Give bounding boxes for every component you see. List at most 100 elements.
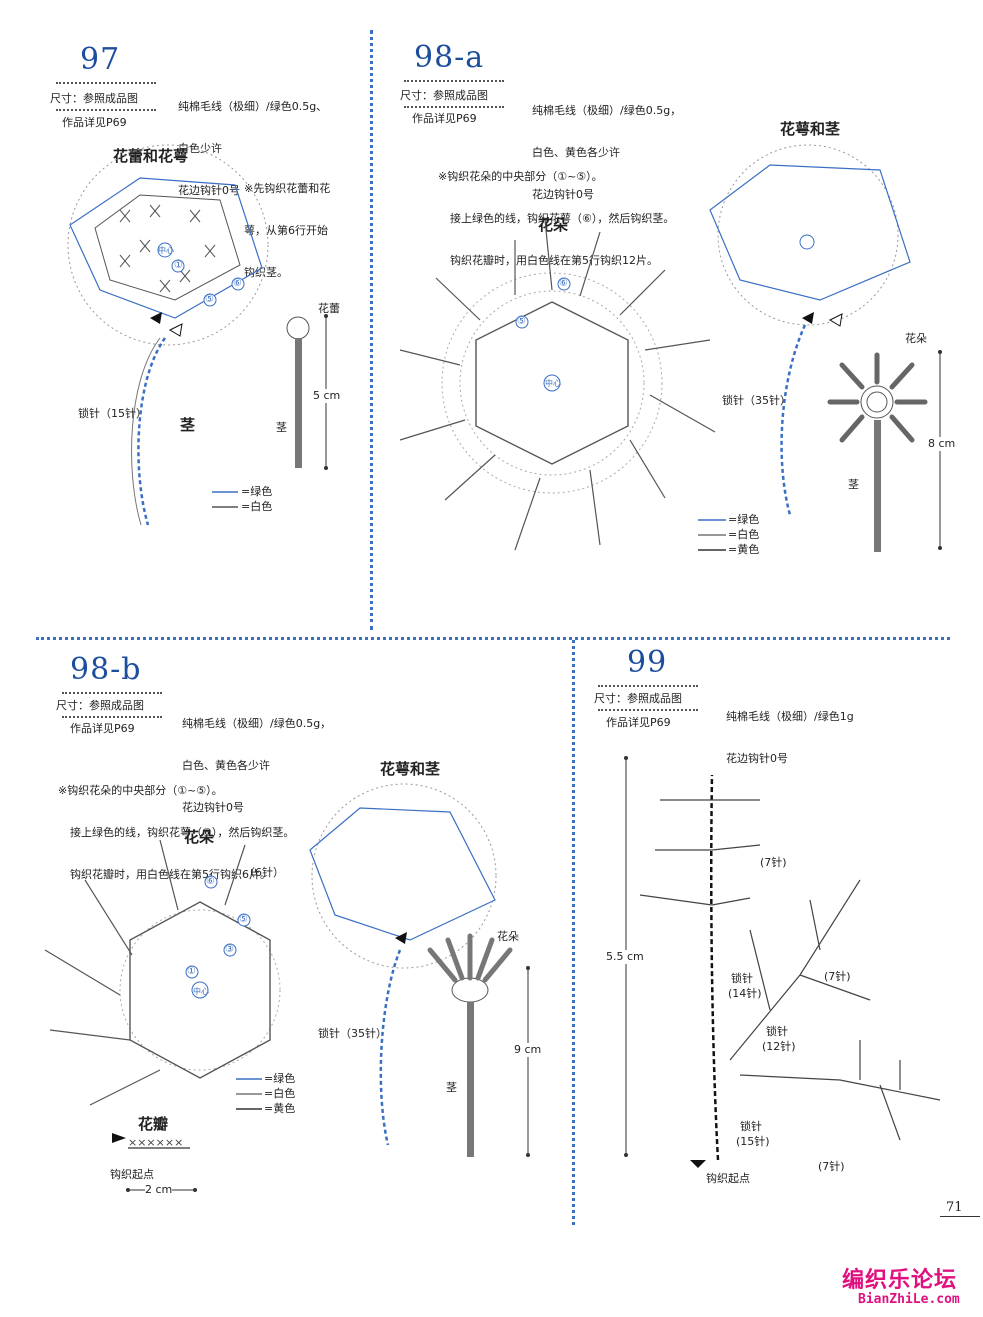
measure-label: 5 cm	[313, 389, 341, 403]
center-label: 中心	[545, 379, 561, 388]
legend-yellow: =黄色	[264, 1102, 296, 1115]
size-underline	[62, 716, 162, 718]
forum-url: BianZhiLe.com	[858, 1292, 960, 1307]
row-1-label: ①	[174, 260, 183, 271]
label-chain-c: 锁针	[740, 1120, 762, 1133]
material-line: 白色少许	[178, 142, 222, 155]
chain-stem	[137, 337, 167, 526]
label-chain-a: 锁针	[731, 972, 753, 985]
calyx-outline	[69, 177, 263, 319]
stem-label: 茎	[446, 1081, 457, 1094]
petal-heading: 花瓣	[138, 1115, 169, 1133]
row-5-mark	[515, 315, 529, 329]
stem-label: 茎	[848, 478, 859, 491]
note-line: 接上绿色的线，钩织花萼（⑥），然后钩织茎。	[70, 826, 295, 839]
materials: 纯棉毛线（极细）/绿色0.5g、 白色少许 花边钩针0号	[178, 72, 327, 226]
center-mark	[543, 374, 561, 392]
pattern-number: 97	[80, 42, 121, 77]
calyx-outline	[709, 164, 911, 301]
legend-green: =绿色	[728, 513, 760, 526]
calyx-heading: 花萼和茎	[780, 120, 841, 138]
center-label: 中心	[193, 987, 209, 996]
number-underline	[404, 80, 504, 82]
row-1-label: ①	[187, 966, 196, 977]
start-label: 钩织起点	[706, 1172, 750, 1185]
legend-white: =白色	[241, 500, 273, 513]
note: ※钩织花朵的中央部分（①~⑤）。 接上绿色的线，钩织花萼（⑥），然后钩织茎。 钩…	[58, 756, 294, 910]
calyx-heading: 花萼和茎	[380, 760, 441, 778]
label-7-stitch-c: (7针)	[818, 1160, 845, 1173]
note-line: ※先钩织花蕾和花	[244, 182, 331, 195]
reference-label: 作品详见P69	[62, 116, 127, 129]
size-label: 尺寸：参照成品图	[400, 89, 488, 102]
label-7-stitch-b: (7针)	[824, 970, 851, 983]
stem-small-label: 茎	[276, 421, 287, 434]
flower-hexagon	[129, 901, 271, 1079]
reference-label: 作品详见P69	[412, 112, 477, 125]
stem-shape	[467, 1002, 474, 1157]
note-line: 钩织花瓣时，用白色线在第5行钩织6片。	[70, 868, 271, 881]
label-14-stitch: (14针)	[728, 987, 762, 1000]
number-underline	[598, 685, 698, 687]
label-12-stitch: (12针)	[762, 1040, 796, 1053]
row-5-label: ⑤	[517, 316, 526, 327]
flower-petals-small	[827, 352, 928, 443]
row-6-label: ⑥	[233, 278, 242, 289]
legend-green: =绿色	[241, 485, 273, 498]
material-line: 纯棉毛线（极细）/绿色1g	[726, 710, 854, 723]
row-3-label: ③	[225, 944, 234, 955]
divider-vertical-bottom	[572, 640, 575, 1225]
page-number: 71	[946, 1200, 963, 1215]
material-line: 花边钩针0号	[178, 184, 240, 197]
size-underline	[598, 709, 698, 711]
svg-text:××××××: ××××××	[128, 1136, 183, 1149]
material-line: 纯棉毛线（极细）/绿色0.5g，	[532, 104, 682, 117]
outline-circle	[67, 144, 269, 346]
pattern-number: 98-a	[414, 40, 485, 75]
legend-white: =白色	[264, 1087, 296, 1100]
material-line: 纯棉毛线（极细）/绿色0.5g，	[182, 717, 332, 730]
note: ※先钩织花蕾和花 萼，从第6行开始 钩织茎。	[244, 154, 330, 308]
stem-label: 茎	[180, 416, 196, 434]
measure-label: 5.5 cm	[606, 950, 644, 964]
stitch-marks	[119, 204, 216, 293]
material-line: 花边钩针0号	[532, 188, 594, 201]
main-stem	[710, 774, 720, 1161]
label-7-stitch-a: (7针)	[760, 856, 787, 869]
divider-vertical-top	[370, 30, 373, 630]
leaf-branches	[639, 799, 941, 1141]
chain-label: 锁针（15针）	[78, 407, 147, 420]
materials: 纯棉毛线（极细）/绿色1g 花边钩针0号	[726, 682, 854, 794]
row-center-label: 中心	[158, 246, 174, 255]
size-underline	[404, 106, 504, 108]
materials: 纯棉毛线（极细）/绿色0.5g， 白色、黄色各少许 花边钩针0号	[532, 76, 681, 230]
bud-label: 花蕾	[318, 302, 340, 315]
reference-label: 作品详见P69	[606, 716, 671, 729]
legend-green: =绿色	[264, 1072, 296, 1085]
materials: 纯棉毛线（极细）/绿色0.5g， 白色、黄色各少许 花边钩针0号	[182, 689, 331, 843]
legend-white: =白色	[728, 528, 760, 541]
note-line: 萼，从第6行开始	[244, 224, 328, 237]
note-line: ※钩织花朵的中央部分（①~⑤）。	[438, 170, 603, 183]
chain-stem-edge	[131, 337, 161, 526]
flower-petals-small	[427, 933, 513, 983]
size-label: 尺寸：参照成品图	[56, 699, 144, 712]
petals	[44, 839, 246, 1106]
flower-small-label: 花朵	[905, 332, 927, 345]
start-arrow	[150, 312, 162, 324]
row-5-mark	[203, 293, 217, 307]
chain-stem	[379, 949, 402, 1146]
end-arrow	[168, 323, 183, 337]
size-label: 尺寸：参照成品图	[50, 92, 138, 105]
material-line: 花边钩针0号	[182, 801, 244, 814]
label-chain-b: 锁针	[766, 1025, 788, 1038]
note: ※钩织花朵的中央部分（①~⑤）。 接上绿色的线，钩织花萼（⑥），然后钩织茎。 钩…	[438, 142, 674, 296]
reference-label: 作品详见P69	[70, 722, 135, 735]
note-line: ※钩织花朵的中央部分（①~⑤）。	[58, 784, 223, 797]
petal-start-arrow	[112, 1133, 126, 1143]
material-line: 白色、黄色各少许	[182, 759, 270, 772]
